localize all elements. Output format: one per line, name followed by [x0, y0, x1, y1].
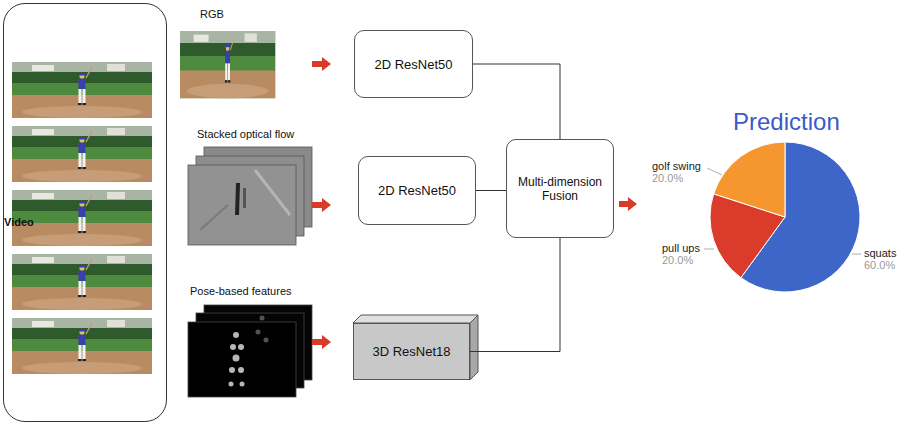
process-box: 2D ResNet50 [354, 30, 473, 98]
slice-value: 20.0% [652, 172, 683, 184]
connector-line [470, 238, 560, 352]
input-label: Pose-based features [190, 285, 292, 297]
input-panel: Video [3, 3, 167, 422]
node-text: 2D ResNet50 [378, 183, 456, 198]
node-text: 3D ResNet18 [372, 344, 450, 359]
slice-value: 60.0% [864, 259, 895, 271]
cube-box: 3D ResNet18 [353, 323, 470, 380]
slice-label: squats [864, 247, 896, 259]
node-text: Multi-dimension Fusion [513, 175, 607, 203]
slice-value: 20.0% [662, 254, 693, 266]
connector-line [476, 190, 506, 191]
node-text: Video [4, 216, 34, 228]
chart-heading: Prediction [733, 108, 840, 136]
node-text: 2D ResNet50 [374, 57, 452, 72]
slice-label: golf swing [652, 160, 701, 172]
input-label: RGB [200, 8, 224, 20]
input-label: Stacked optical flow [197, 128, 294, 140]
fusion-box: Multi-dimension Fusion [506, 139, 614, 238]
connector-line [473, 64, 560, 139]
process-box: 2D ResNet50 [358, 156, 476, 225]
slice-label: pull ups [662, 242, 700, 254]
